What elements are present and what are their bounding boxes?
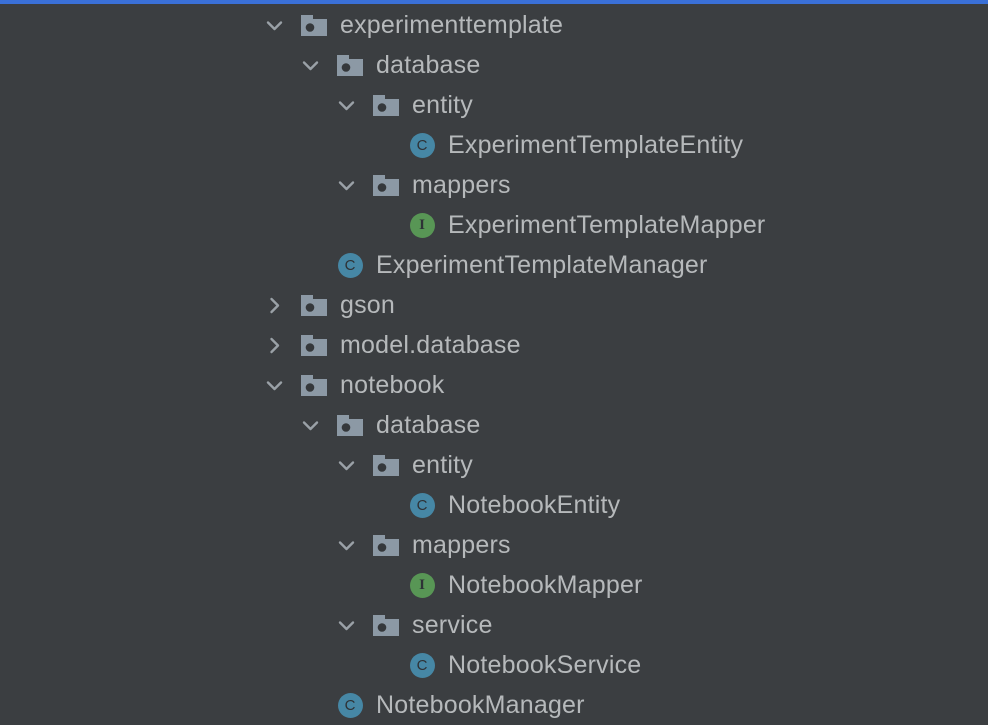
tree-item-label: NotebookEntity: [448, 490, 621, 519]
chevron-down-icon[interactable]: [300, 55, 337, 76]
package-folder-icon: [373, 92, 399, 118]
badge-letter: I: [409, 212, 435, 238]
class-icon: C: [409, 132, 435, 158]
tree-item-label: mappers: [412, 530, 511, 559]
class-icon: C: [337, 692, 363, 718]
tree-row[interactable]: service: [0, 605, 988, 645]
tree-item-label: entity: [412, 90, 473, 119]
tree-row[interactable]: database: [0, 405, 988, 445]
tree-item-label: ExperimentTemplateEntity: [448, 130, 744, 159]
badge-letter: C: [409, 132, 435, 158]
tree-row[interactable]: C ExperimentTemplateManager: [0, 245, 988, 285]
tree-item-label: ExperimentTemplateMapper: [448, 210, 766, 239]
tree-item-label: database: [376, 50, 481, 79]
tree-item-label: service: [412, 610, 493, 639]
package-folder-icon: [301, 292, 327, 318]
tree-row[interactable]: experimenttemplate: [0, 5, 988, 45]
tree-item-label: NotebookService: [448, 650, 642, 679]
class-icon: C: [337, 252, 363, 278]
chevron-down-icon[interactable]: [336, 175, 373, 196]
tree-row[interactable]: I NotebookMapper: [0, 565, 988, 605]
badge-letter: C: [409, 652, 435, 678]
tree-row[interactable]: model.database: [0, 325, 988, 365]
tree-item-label: entity: [412, 450, 473, 479]
interface-icon: I: [409, 572, 435, 598]
package-folder-icon: [373, 172, 399, 198]
tree-row[interactable]: C ExperimentTemplateEntity: [0, 125, 988, 165]
interface-icon: I: [409, 212, 435, 238]
tree-item-label: notebook: [340, 370, 445, 399]
package-folder-icon: [373, 612, 399, 638]
class-icon: C: [409, 492, 435, 518]
class-icon: C: [409, 652, 435, 678]
tree-row[interactable]: notebook: [0, 365, 988, 405]
tree-item-label: gson: [340, 290, 396, 319]
badge-letter: C: [337, 692, 363, 718]
tree-row[interactable]: C NotebookEntity: [0, 485, 988, 525]
chevron-right-icon[interactable]: [264, 335, 301, 356]
tree-item-label: NotebookMapper: [448, 570, 643, 599]
badge-letter: C: [409, 492, 435, 518]
chevron-down-icon[interactable]: [300, 415, 337, 436]
tree-item-label: NotebookManager: [376, 690, 585, 719]
tree-row[interactable]: mappers: [0, 525, 988, 565]
tree-item-label: model.database: [340, 330, 521, 359]
tree-row[interactable]: C NotebookManager: [0, 685, 988, 725]
package-folder-icon: [301, 332, 327, 358]
tree-row[interactable]: C NotebookService: [0, 645, 988, 685]
tree-row[interactable]: entity: [0, 85, 988, 125]
tree-row[interactable]: database: [0, 45, 988, 85]
tree-item-label: mappers: [412, 170, 511, 199]
chevron-down-icon[interactable]: [264, 375, 301, 396]
package-folder-icon: [301, 372, 327, 398]
package-folder-icon: [337, 52, 363, 78]
tree-item-label: ExperimentTemplateManager: [376, 250, 708, 279]
tree-row[interactable]: gson: [0, 285, 988, 325]
tree-item-label: experimenttemplate: [340, 10, 564, 39]
package-folder-icon: [373, 452, 399, 478]
focus-border-top: [0, 0, 988, 4]
badge-letter: I: [409, 572, 435, 598]
package-folder-icon: [337, 412, 363, 438]
chevron-down-icon[interactable]: [336, 95, 373, 116]
package-folder-icon: [373, 532, 399, 558]
chevron-down-icon[interactable]: [336, 455, 373, 476]
tree-row[interactable]: entity: [0, 445, 988, 485]
tree-row[interactable]: mappers: [0, 165, 988, 205]
chevron-down-icon[interactable]: [264, 15, 301, 36]
badge-letter: C: [337, 252, 363, 278]
chevron-down-icon[interactable]: [336, 535, 373, 556]
tree-row[interactable]: I ExperimentTemplateMapper: [0, 205, 988, 245]
chevron-down-icon[interactable]: [336, 615, 373, 636]
tree-item-label: database: [376, 410, 481, 439]
package-folder-icon: [301, 12, 327, 38]
chevron-right-icon[interactable]: [264, 295, 301, 316]
